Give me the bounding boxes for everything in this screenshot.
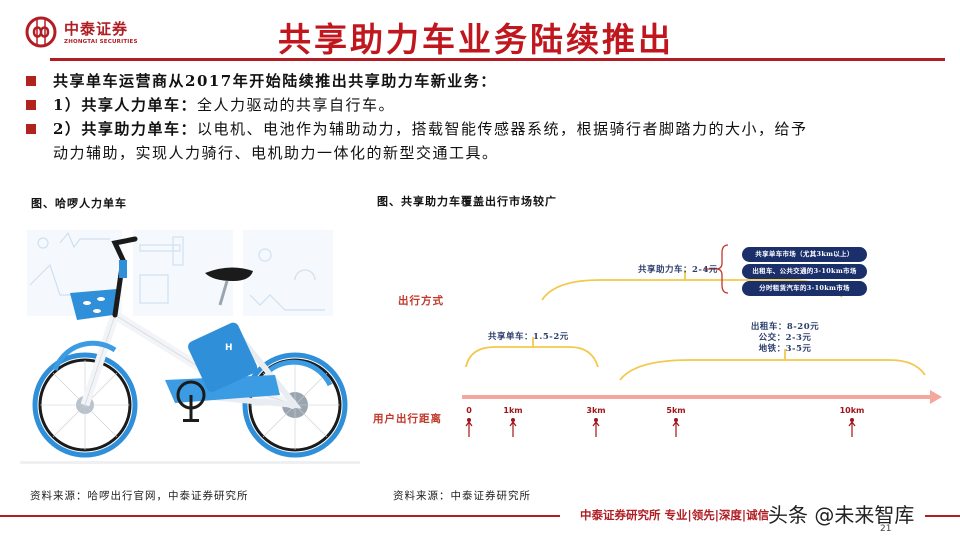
- page-title: 共享助力车业务陆续推出: [278, 20, 674, 59]
- zhongtai-logo-icon: [25, 16, 57, 48]
- bike-seat: [205, 267, 253, 281]
- tick-dot: [511, 418, 515, 422]
- taxi-price: 出租车：8-20元: [750, 322, 820, 332]
- bike-price-label: 共享单车：1.5-2元: [488, 332, 569, 342]
- metro-price: 地铁：3-5元: [758, 344, 812, 354]
- tick-label-5km: 5km: [666, 406, 686, 415]
- bullet-item: 1）共享人力单车：全人力驱动的共享自行车。: [26, 94, 936, 116]
- watermark: 头条 @未来智库: [768, 503, 915, 527]
- figure-caption-diagram: 图、共享助力车覆盖出行市场较广: [377, 195, 557, 208]
- market-pill-taxi-transit: 出租车、公共交通的3-10km市场: [742, 264, 867, 279]
- logo-chinese-name: 中泰证券: [64, 19, 129, 38]
- market-pill-car-rental: 分时租赁汽车的3-10km市场: [742, 281, 867, 296]
- bracket-shared-bike: [465, 346, 599, 368]
- square-bullet-icon: [26, 76, 36, 86]
- footer-slogan: 中泰证券研究所 专业|领先|深度|诚信: [580, 508, 770, 522]
- square-bullet-icon: [26, 124, 36, 134]
- bullet-bold-text: 2）共享助力单车：: [53, 120, 197, 138]
- travel-distance-label: 用户出行距离: [373, 413, 442, 425]
- travel-market-diagram: 出行方式 用户出行距离 共享助力车：2-4元 共享单车：1.5-2元 出租车：8…: [370, 225, 960, 475]
- axis-arrow-icon: [930, 390, 942, 404]
- bullet-item: 共享单车运营商从2017年开始陆续推出共享助力车新业务：: [26, 70, 936, 92]
- title-divider: [50, 58, 945, 61]
- logo-english-name: ZHONGTAI SECURITIES: [64, 38, 138, 45]
- tick-dot: [674, 418, 678, 422]
- tick-label-3km: 3km: [586, 406, 606, 415]
- tick-dot: [594, 418, 598, 422]
- ebike-price-label: 共享助力车：2-4元: [638, 265, 718, 275]
- travel-mode-label: 出行方式: [398, 295, 444, 307]
- bullet-body-text: 全人力驱动的共享自行车。: [196, 96, 395, 114]
- hellobike-bicycle-image: H: [20, 230, 360, 464]
- footer-divider-end: [925, 515, 960, 517]
- figure-caption-bike: 图、哈啰人力单车: [31, 197, 127, 210]
- tick-dot: [467, 418, 471, 422]
- tick-dot: [850, 418, 854, 422]
- other-transport-prices: 出租车：8-20元 公交：2-3元 地铁：3-5元: [740, 322, 830, 355]
- tick-label-10km: 10km: [839, 406, 865, 415]
- bus-price: 公交：2-3元: [758, 333, 812, 343]
- bike-frame: H: [52, 308, 333, 410]
- source-note-left: 资料来源：哈啰出行官网，中泰证券研究所: [30, 490, 249, 502]
- bullet-bold-text: 共享单车运营商从2017年开始陆续推出共享助力车新业务：: [53, 72, 497, 90]
- square-bullet-icon: [26, 100, 36, 110]
- bike-basket: [70, 289, 117, 320]
- market-pill-shared-bike: 共享单车市场（尤其3km以上）: [742, 247, 867, 262]
- bike-handlebar: [111, 236, 138, 318]
- page-number: 21: [880, 524, 892, 534]
- bullet-list: 共享单车运营商从2017年开始陆续推出共享助力车新业务： 1）共享人力单车：全人…: [26, 70, 936, 164]
- svg-text:H: H: [225, 343, 233, 353]
- source-note-right: 资料来源：中泰证券研究所: [393, 490, 531, 502]
- tick-arrows: [465, 421, 856, 437]
- tick-label-0: 0: [466, 406, 472, 415]
- footer-divider: [0, 515, 560, 517]
- bullet-body-text: 以电机、电池作为辅助动力，搭载智能传感器系统，根据骑行者脚踏力的大小，给予: [196, 120, 808, 138]
- bracket-other-transport: [619, 359, 926, 381]
- bullet-bold-text: 1）共享人力单车：: [53, 96, 197, 114]
- company-logo: 中泰证券 ZHONGTAI SECURITIES: [24, 15, 138, 49]
- bullet-item: 2）共享助力单车：以电机、电池作为辅助动力，搭载智能传感器系统，根据骑行者脚踏力…: [26, 118, 936, 140]
- bullet-continuation-text: 动力辅助，实现人力骑行、电机助力一体化的新型交通工具。: [53, 144, 499, 162]
- tick-label-1km: 1km: [503, 406, 523, 415]
